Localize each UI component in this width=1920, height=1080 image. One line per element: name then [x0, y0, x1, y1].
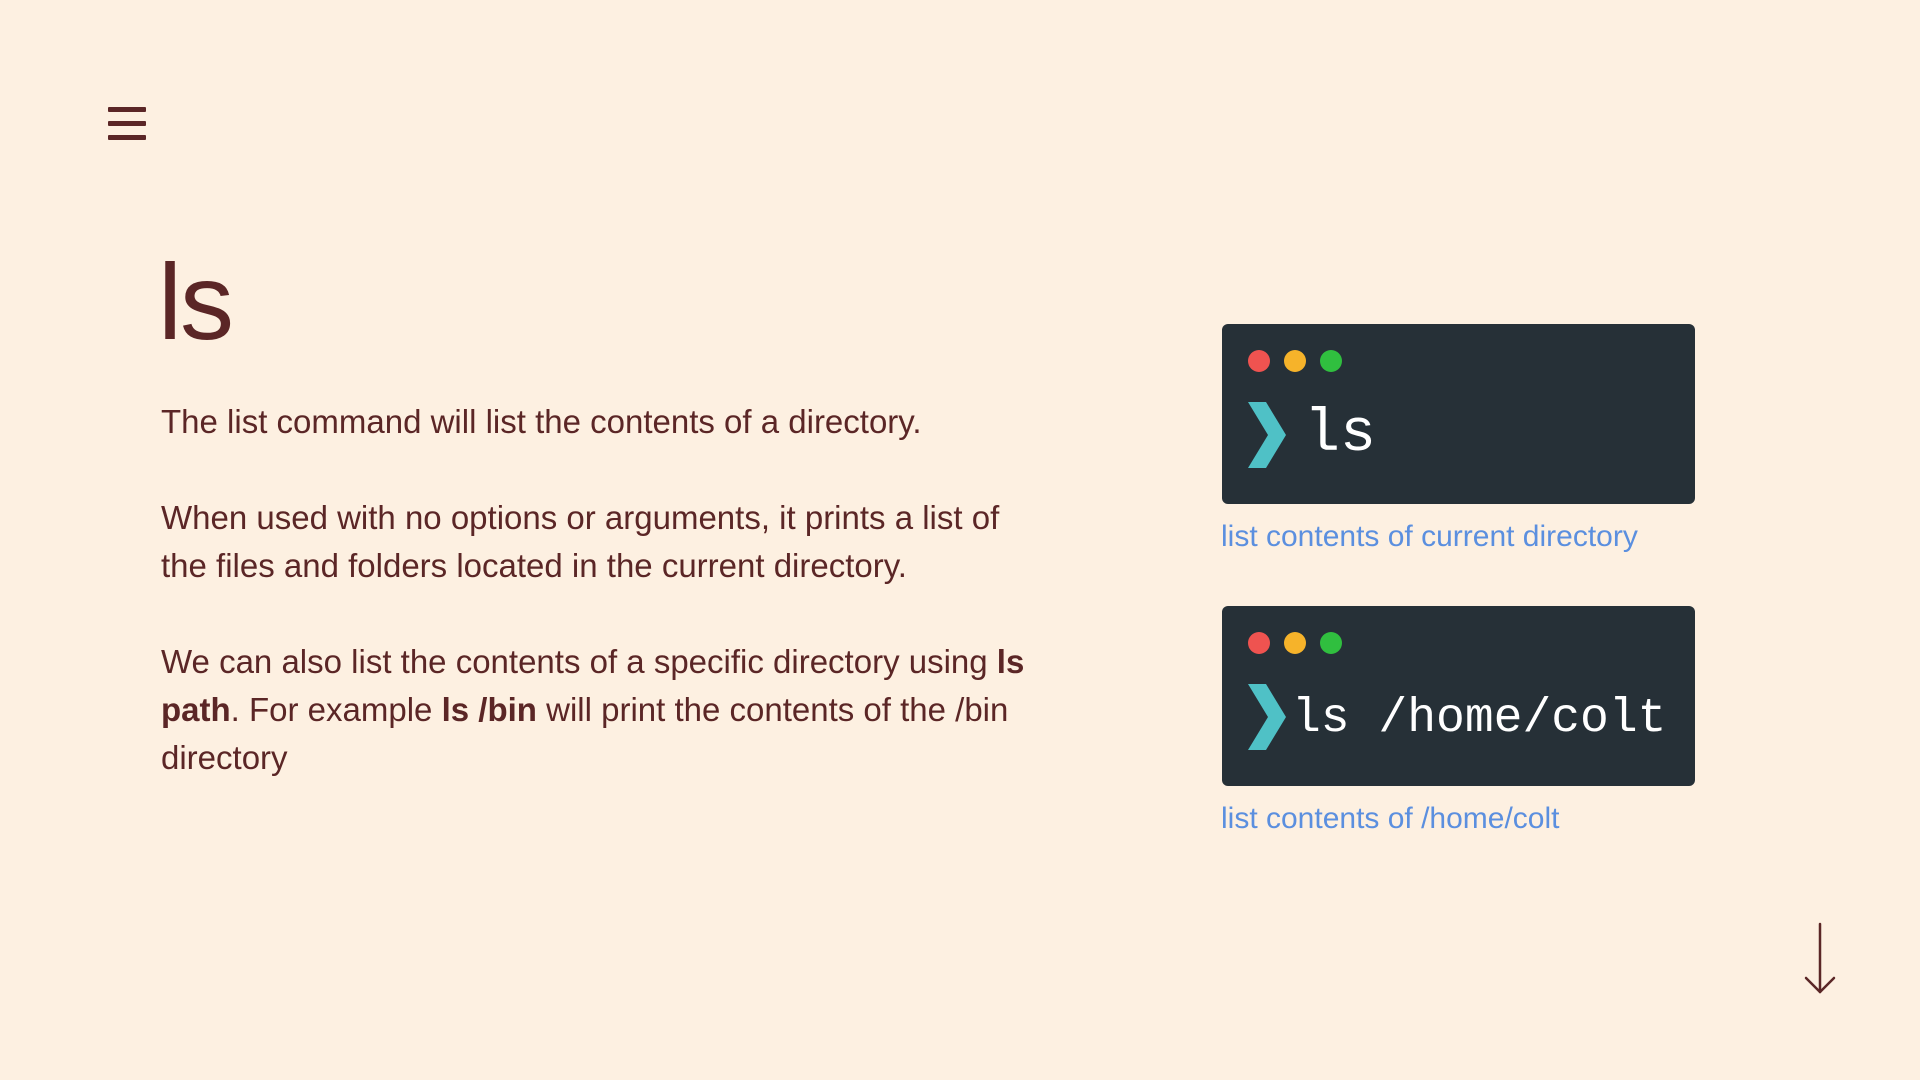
paragraph-text: . For example: [230, 691, 442, 728]
maximize-dot-icon: [1320, 632, 1342, 654]
code-ls-bin: ls /bin: [441, 691, 537, 728]
menu-line: [108, 135, 146, 140]
terminal-window-ls-home: ls /home/colt: [1222, 606, 1695, 786]
close-dot-icon: [1248, 632, 1270, 654]
window-controls: [1248, 350, 1342, 372]
terminal-caption: list contents of /home/colt: [1221, 802, 1560, 835]
terminal-window-ls: ls: [1222, 324, 1695, 504]
terminal-command: ls /home/colt: [1292, 692, 1667, 746]
window-controls: [1248, 632, 1342, 654]
minimize-dot-icon: [1284, 632, 1306, 654]
chevron-prompt-icon: [1248, 684, 1286, 750]
minimize-dot-icon: [1284, 350, 1306, 372]
paragraph-intro: The list command will list the contents …: [161, 403, 922, 440]
terminal-command: ls: [1304, 401, 1377, 469]
chevron-prompt-icon: [1248, 402, 1286, 468]
code-ls-path: ls path: [161, 643, 1025, 728]
maximize-dot-icon: [1320, 350, 1342, 372]
down-arrow-icon[interactable]: [1802, 922, 1838, 996]
slide-body: The list command will list the contents …: [161, 398, 1041, 830]
close-dot-icon: [1248, 350, 1270, 372]
paragraph-text: We can also list the contents of a speci…: [161, 643, 997, 680]
terminal-caption: list contents of current directory: [1221, 520, 1638, 553]
paragraph-specific-directory: We can also list the contents of a speci…: [161, 638, 1041, 782]
paragraph-no-options: When used with no options or arguments, …: [161, 499, 1000, 584]
hamburger-menu-icon[interactable]: [108, 106, 148, 146]
paragraph-text: will print the contents of the /bin dire…: [161, 691, 1009, 776]
slide-title: ls: [158, 241, 234, 362]
menu-line: [108, 107, 146, 112]
menu-line: [108, 121, 146, 126]
